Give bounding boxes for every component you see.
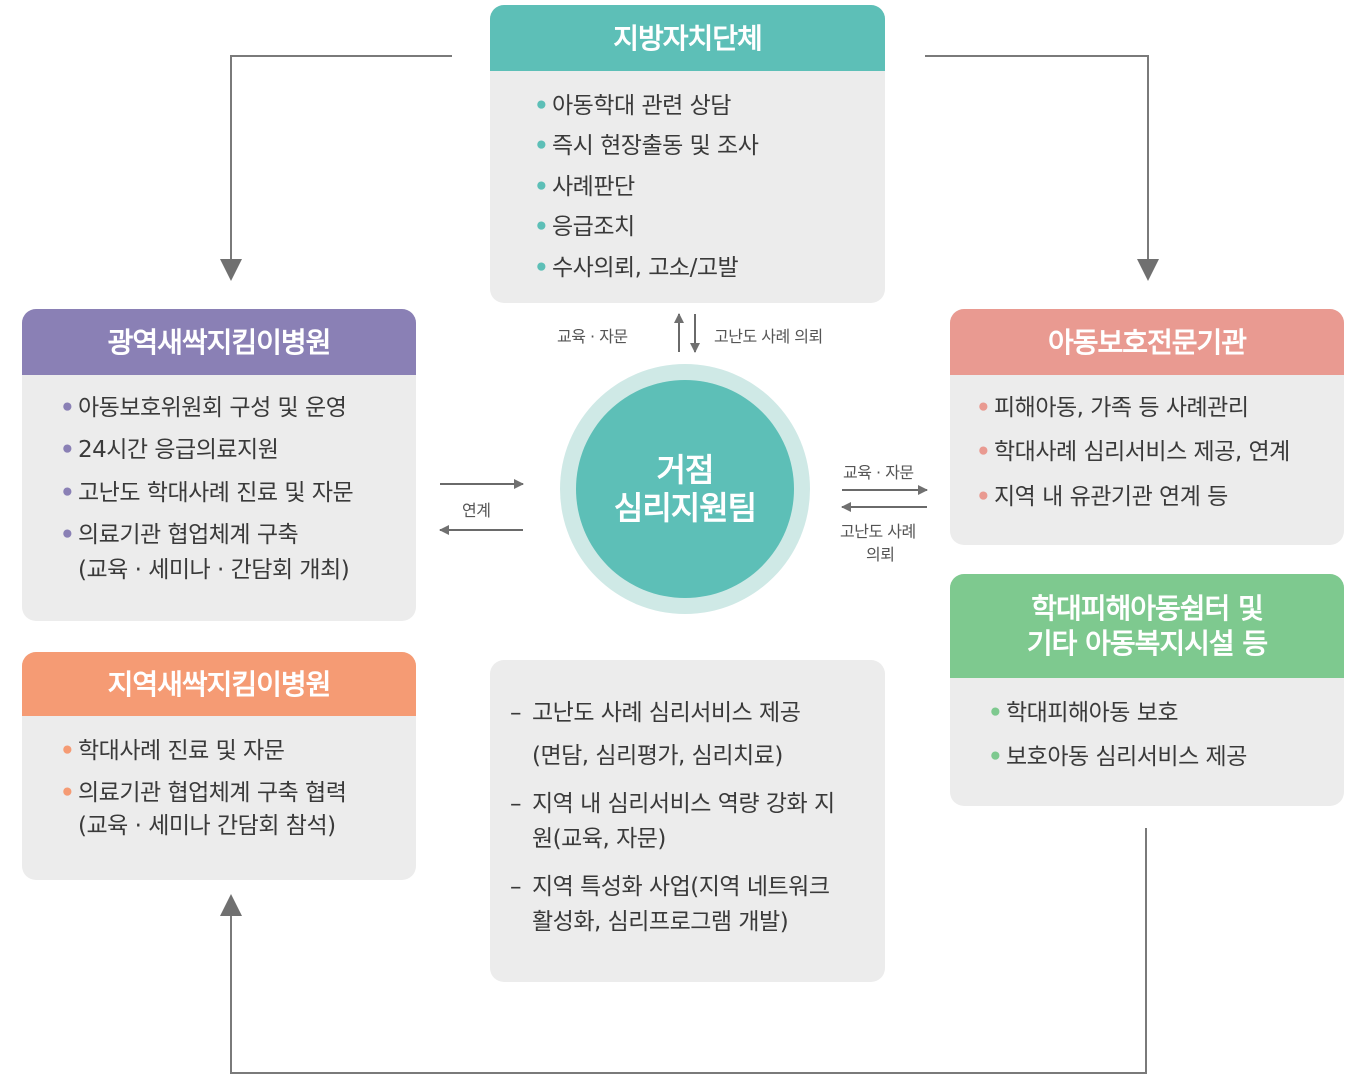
box-child-protection-agency: 아동보호전문기관 •피해아동, 가족 등 사례관리 •학대사례 심리서비스 제공… [950,309,1344,545]
list-item: •아동학대 관련 상담 [534,93,731,119]
edge-label-top-left: 교육 · 자문 [557,327,628,346]
bullet: • [534,214,549,241]
list-item: •학대사례 진료 및 자문 [60,738,285,764]
line-top-to-right [925,55,1159,281]
list-item-sub: (교육 · 세미나 간담회 참석) [78,812,336,839]
dash-mark: – [510,791,522,817]
box-child-protection-agency-title: 아동보호전문기관 [950,309,1344,375]
list-item: •24시간 응급의료지원 [60,437,279,464]
list-item: •보호아동 심리서비스 제공 [988,744,1247,771]
box-shelter-welfare: 학대피해아동쉼터 및 기타 아동복지시설 등 •학대피해아동 보호 •보호아동 … [950,574,1344,806]
dash-mark: – [510,700,522,726]
list-item: •의료기관 협업체계 구축 협력(교육 · 세미나 간담회 참석) [60,780,416,839]
box-local-hospital: 지역새싹지킴이병원 •학대사례 진료 및 자문 •의료기관 협업체계 구축 협력… [22,652,416,880]
bullet: • [534,254,549,281]
bullet: • [60,522,75,549]
bullet: • [534,173,549,200]
list-item-sub: 활성화, 심리프로그램 개발) [532,908,789,935]
list-item-sub: (교육 · 세미나 · 간담회 개최) [78,556,350,583]
hub-title-line2: 심리지원팀 [613,489,757,527]
dash-mark: – [510,874,522,900]
box-local-hospital-list: •학대사례 진료 및 자문 •의료기관 협업체계 구축 협력(교육 · 세미나 … [60,738,416,839]
box-shelter-welfare-list: •학대피해아동 보호 •보호아동 심리서비스 제공 [988,700,1344,771]
bullet: • [534,133,549,160]
box-child-protection-agency-list: •피해아동, 가족 등 사례관리 •학대사례 심리서비스 제공, 연계 •지역 … [976,395,1344,510]
list-item: •고난도 학대사례 진료 및 자문 [60,479,354,506]
bullet: • [60,437,75,464]
box-regional-hospital-title: 광역새싹지킴이병원 [22,309,416,375]
box-hub-services-list: –고난도 사례 심리서비스 제공(면담, 심리평가, 심리치료) –지역 내 심… [510,696,885,939]
edge-label-top-right: 고난도 사례 의뢰 [714,327,823,346]
box-shelter-welfare-title: 학대피해아동쉼터 및 기타 아동복지시설 등 [950,574,1344,678]
list-item: •피해아동, 가족 등 사례관리 [976,395,1249,421]
box-local-government-title: 지방자치단체 [490,5,885,71]
line-top-to-left [220,55,452,281]
bullet: • [60,395,75,421]
box-hub-services: –고난도 사례 심리서비스 제공(면담, 심리평가, 심리치료) –지역 내 심… [490,660,885,982]
bullet: • [60,479,75,506]
bullet: • [976,395,991,421]
edge-label-right-top: 교육 · 자문 [843,463,914,482]
edge-label-right-bottom-2: 의뢰 [866,545,895,564]
list-item: •지역 내 유관기관 연계 등 [976,483,1228,510]
list-item-sub: 원(교육, 자문) [532,825,666,852]
bullet: • [60,738,75,764]
hub-title-line1: 거점 [656,450,715,489]
bullet: • [976,483,991,510]
box-local-government-list: •아동학대 관련 상담 •즉시 현장출동 및 조사 •사례판단 •응급조치 •수… [534,93,885,281]
bullet: • [976,439,991,466]
box-local-government: 지방자치단체 •아동학대 관련 상담 •즉시 현장출동 및 조사 •사례판단 •… [490,5,885,303]
edge-label-right-bottom-1: 고난도 사례 [840,522,916,541]
box-local-hospital-title: 지역새싹지킴이병원 [22,652,416,716]
edge-label-left: 연계 [462,501,491,520]
hub-node: 거점 심리지원팀 [560,364,810,614]
bullet: • [60,780,75,807]
box-regional-hospital: 광역새싹지킴이병원 •아동보호위원회 구성 및 운영 •24시간 응급의료지원 … [22,309,416,621]
list-item: •수사의뢰, 고소/고발 [534,254,739,281]
bullet: • [988,744,1003,771]
list-item-sub: (면담, 심리평가, 심리치료) [532,742,783,769]
hub-node-inner: 거점 심리지원팀 [576,380,794,598]
list-item: •즉시 현장출동 및 조사 [534,133,759,160]
list-item: •의료기관 협업체계 구축(교육 · 세미나 · 간담회 개최) [60,522,416,583]
line-right-to-left-bottom [220,828,1147,1074]
box-shelter-welfare-title-line1: 학대피해아동쉼터 및 [1031,592,1264,625]
list-item: •학대피해아동 보호 [988,700,1179,726]
box-regional-hospital-list: •아동보호위원회 구성 및 운영 •24시간 응급의료지원 •고난도 학대사례 … [60,395,416,583]
list-item: •사례판단 [534,173,635,200]
list-item: •아동보호위원회 구성 및 운영 [60,395,347,421]
bullet: • [988,700,1003,726]
box-shelter-welfare-title-line2: 기타 아동복지시설 등 [1026,627,1268,660]
list-item: •응급조치 [534,214,635,241]
bullet: • [534,93,549,119]
list-item: •학대사례 심리서비스 제공, 연계 [976,439,1290,466]
list-item: –고난도 사례 심리서비스 제공(면담, 심리평가, 심리치료) [510,696,885,773]
